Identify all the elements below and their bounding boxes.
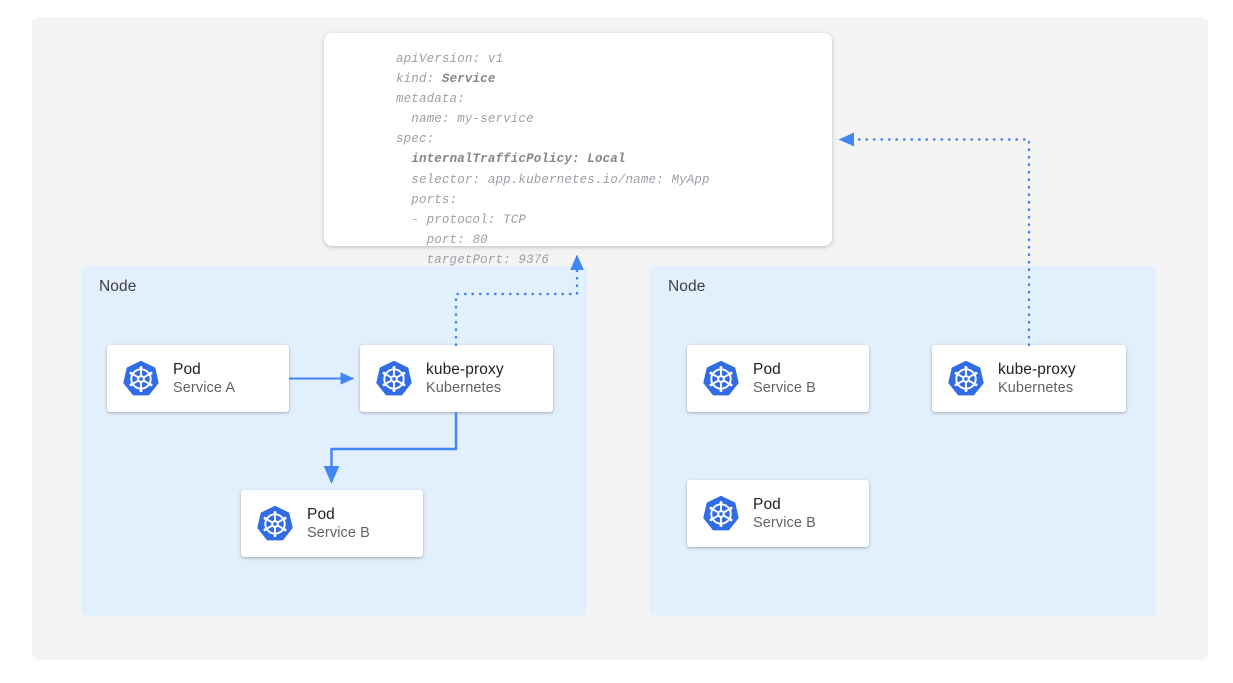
card-kube-proxy-right[interactable]: kube-proxy Kubernetes [932,345,1126,412]
node-label-right: Node [668,278,706,295]
card-pod-service-b-right-1[interactable]: Pod Service B [687,345,869,412]
card-subtitle: Kubernetes [426,379,502,396]
kubernetes-icon [701,359,741,399]
card-title: Pod [753,495,781,513]
card-title: Pod [307,505,335,523]
node-panel-right: Node [650,266,1156,616]
card-subtitle: Service B [307,524,370,541]
card-pod-service-b-left[interactable]: Pod Service B [241,490,423,557]
node-panel-left: Node [81,266,587,616]
card-subtitle: Service A [173,379,236,396]
card-title: Pod [753,360,781,378]
service-yaml-card: apiVersion: v1 kind: Service metadata: n… [324,33,832,267]
card-pod-service-a[interactable]: Pod Service A [107,345,289,412]
kubernetes-icon [701,494,741,534]
node-label-left: Node [99,278,137,295]
kubernetes-icon [374,359,414,399]
card-title: kube-proxy [426,360,504,378]
card-title: Pod [173,360,201,378]
kubernetes-icon [946,359,986,399]
kubernetes-icon [121,359,161,399]
card-pod-service-b-right-2[interactable]: Pod Service B [687,480,869,547]
kubernetes-icon [255,504,295,544]
card-subtitle: Kubernetes [998,379,1074,396]
service-yaml-code: apiVersion: v1 kind: Service metadata: n… [396,52,710,267]
card-kube-proxy-left[interactable]: kube-proxy Kubernetes [360,345,553,412]
card-subtitle: Service B [753,379,816,396]
card-title: kube-proxy [998,360,1076,378]
card-subtitle: Service B [753,514,816,531]
